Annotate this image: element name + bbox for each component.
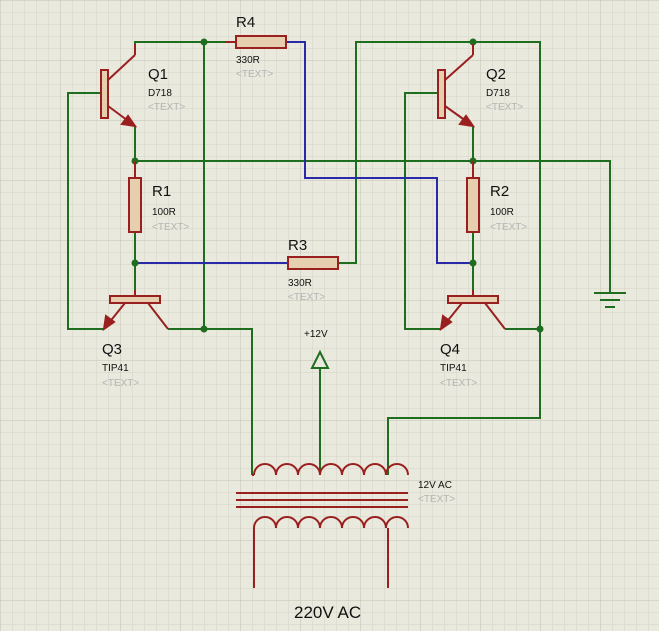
transformer[interactable]	[236, 463, 409, 588]
r4-placeholder-label: <TEXT>	[236, 69, 273, 80]
r3-placeholder-label: <TEXT>	[288, 292, 325, 303]
power-label: +12V	[304, 329, 328, 340]
r1-value-label: 100R	[152, 207, 176, 218]
ground-icon	[594, 292, 626, 308]
r2-placeholder-label: <TEXT>	[490, 222, 527, 233]
q3-ref-label: Q3	[102, 341, 122, 358]
r1-ref-label: R1	[152, 183, 171, 200]
q3-placeholder-label: <TEXT>	[102, 378, 139, 389]
q4-value-label: TIP41	[440, 363, 467, 374]
resistor-r2[interactable]	[466, 161, 480, 233]
junction-dots	[131, 38, 544, 333]
transistor-q2[interactable]	[437, 44, 476, 128]
transistor-q4[interactable]	[439, 290, 506, 332]
r1-placeholder-label: <TEXT>	[152, 222, 189, 233]
q4-placeholder-label: <TEXT>	[440, 378, 477, 389]
transformer-value-label: 12V AC	[418, 480, 452, 491]
blue-wires	[135, 41, 473, 264]
r2-value-label: 100R	[490, 207, 514, 218]
green-wires	[67, 41, 611, 475]
transistor-q1[interactable]	[100, 44, 138, 128]
transistor-q3[interactable]	[102, 290, 169, 332]
mains-input-label: 220V AC	[294, 603, 361, 622]
r2-ref-label: R2	[490, 183, 509, 200]
r4-ref-label: R4	[236, 14, 255, 31]
q1-placeholder-label: <TEXT>	[148, 102, 185, 113]
transformer-placeholder-label: <TEXT>	[418, 494, 455, 505]
q4-ref-label: Q4	[440, 341, 460, 358]
q1-value-label: D718	[148, 88, 172, 99]
r4-value-label: 330R	[236, 55, 260, 66]
resistor-r1[interactable]	[128, 161, 142, 233]
q3-value-label: TIP41	[102, 363, 129, 374]
q2-ref-label: Q2	[486, 66, 506, 83]
q2-value-label: D718	[486, 88, 510, 99]
power-terminal-icon	[310, 349, 330, 369]
resistor-r3[interactable]	[287, 256, 339, 270]
r3-value-label: 330R	[288, 278, 312, 289]
resistor-r4[interactable]	[225, 35, 287, 49]
r3-ref-label: R3	[288, 237, 307, 254]
q1-ref-label: Q1	[148, 66, 168, 83]
q2-placeholder-label: <TEXT>	[486, 102, 523, 113]
